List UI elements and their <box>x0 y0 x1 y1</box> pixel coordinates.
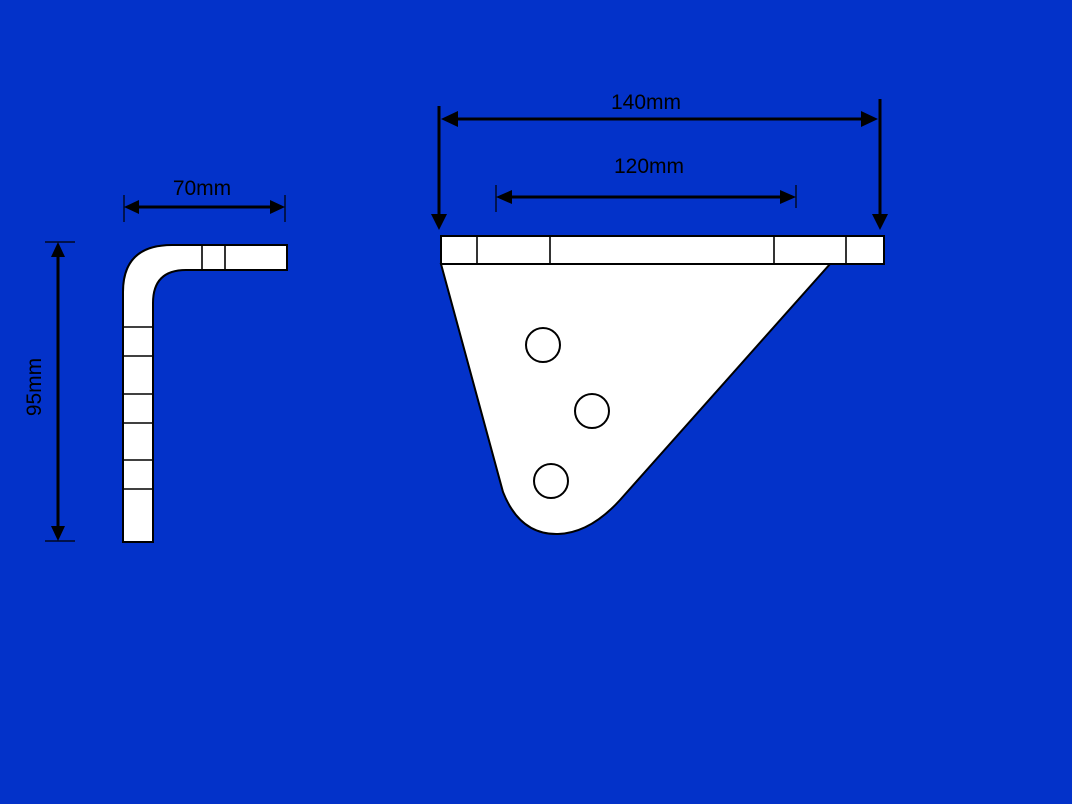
side-height-label: 95mm <box>23 358 46 416</box>
front-view: 140mm 120mm <box>431 91 888 536</box>
front-view-plate <box>439 263 833 536</box>
flange-segment-lines <box>476 236 847 264</box>
side-view-segment-lines <box>123 245 226 490</box>
mounting-hole-2 <box>574 393 610 429</box>
mounting-hole-3 <box>533 463 569 499</box>
side-width-dimension: 70mm <box>123 177 286 222</box>
hole-spacing-dimension: 120mm <box>495 155 797 212</box>
side-width-label: 70mm <box>173 177 231 200</box>
overall-width-dimension: 140mm <box>431 91 888 230</box>
overall-width-label: 140mm <box>611 91 681 114</box>
side-view: 70mm 95mm <box>23 177 288 543</box>
side-height-dimension: 95mm <box>23 241 75 542</box>
mounting-hole-1 <box>525 327 561 363</box>
side-view-profile <box>122 244 288 543</box>
hole-spacing-label: 120mm <box>614 155 684 178</box>
front-view-flange <box>440 235 885 265</box>
